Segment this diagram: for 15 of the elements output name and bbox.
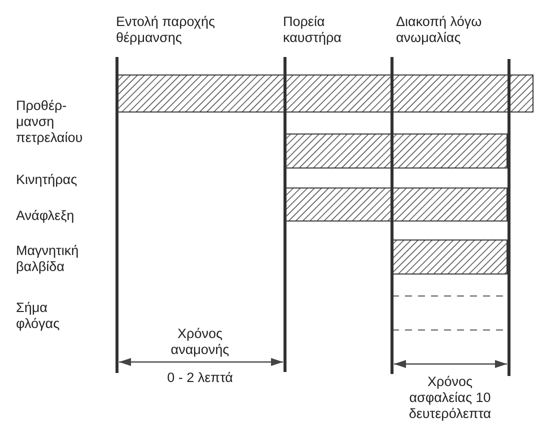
row-label: Ανάφλεξη — [16, 208, 74, 223]
hatched-bar — [392, 240, 508, 274]
row-label: Σήμα φλόγας — [16, 300, 60, 331]
event-label: Εντολή παροχής θέρμανσης — [116, 14, 216, 45]
hatched-bar — [284, 188, 508, 222]
hatched-bar — [116, 74, 534, 112]
hatched-bar — [284, 134, 508, 168]
event-label: Πορεία καυστήρα — [283, 14, 342, 45]
row-label: Μαγνητική βαλβίδα — [16, 243, 79, 274]
row-label: Προθέρ- μανση πετρελαίου — [16, 98, 83, 145]
duration-label: Χρόνος αναμονής — [170, 326, 230, 357]
row-label: Κινητήρας — [16, 172, 78, 187]
duration-value: 0 - 2 λεπτά — [167, 370, 233, 385]
duration-label: Χρόνος ασφαλείας 10 δευτερόλεπτα — [408, 374, 492, 421]
event-label: Διακοπή λόγω ανωμαλίας — [396, 14, 482, 45]
